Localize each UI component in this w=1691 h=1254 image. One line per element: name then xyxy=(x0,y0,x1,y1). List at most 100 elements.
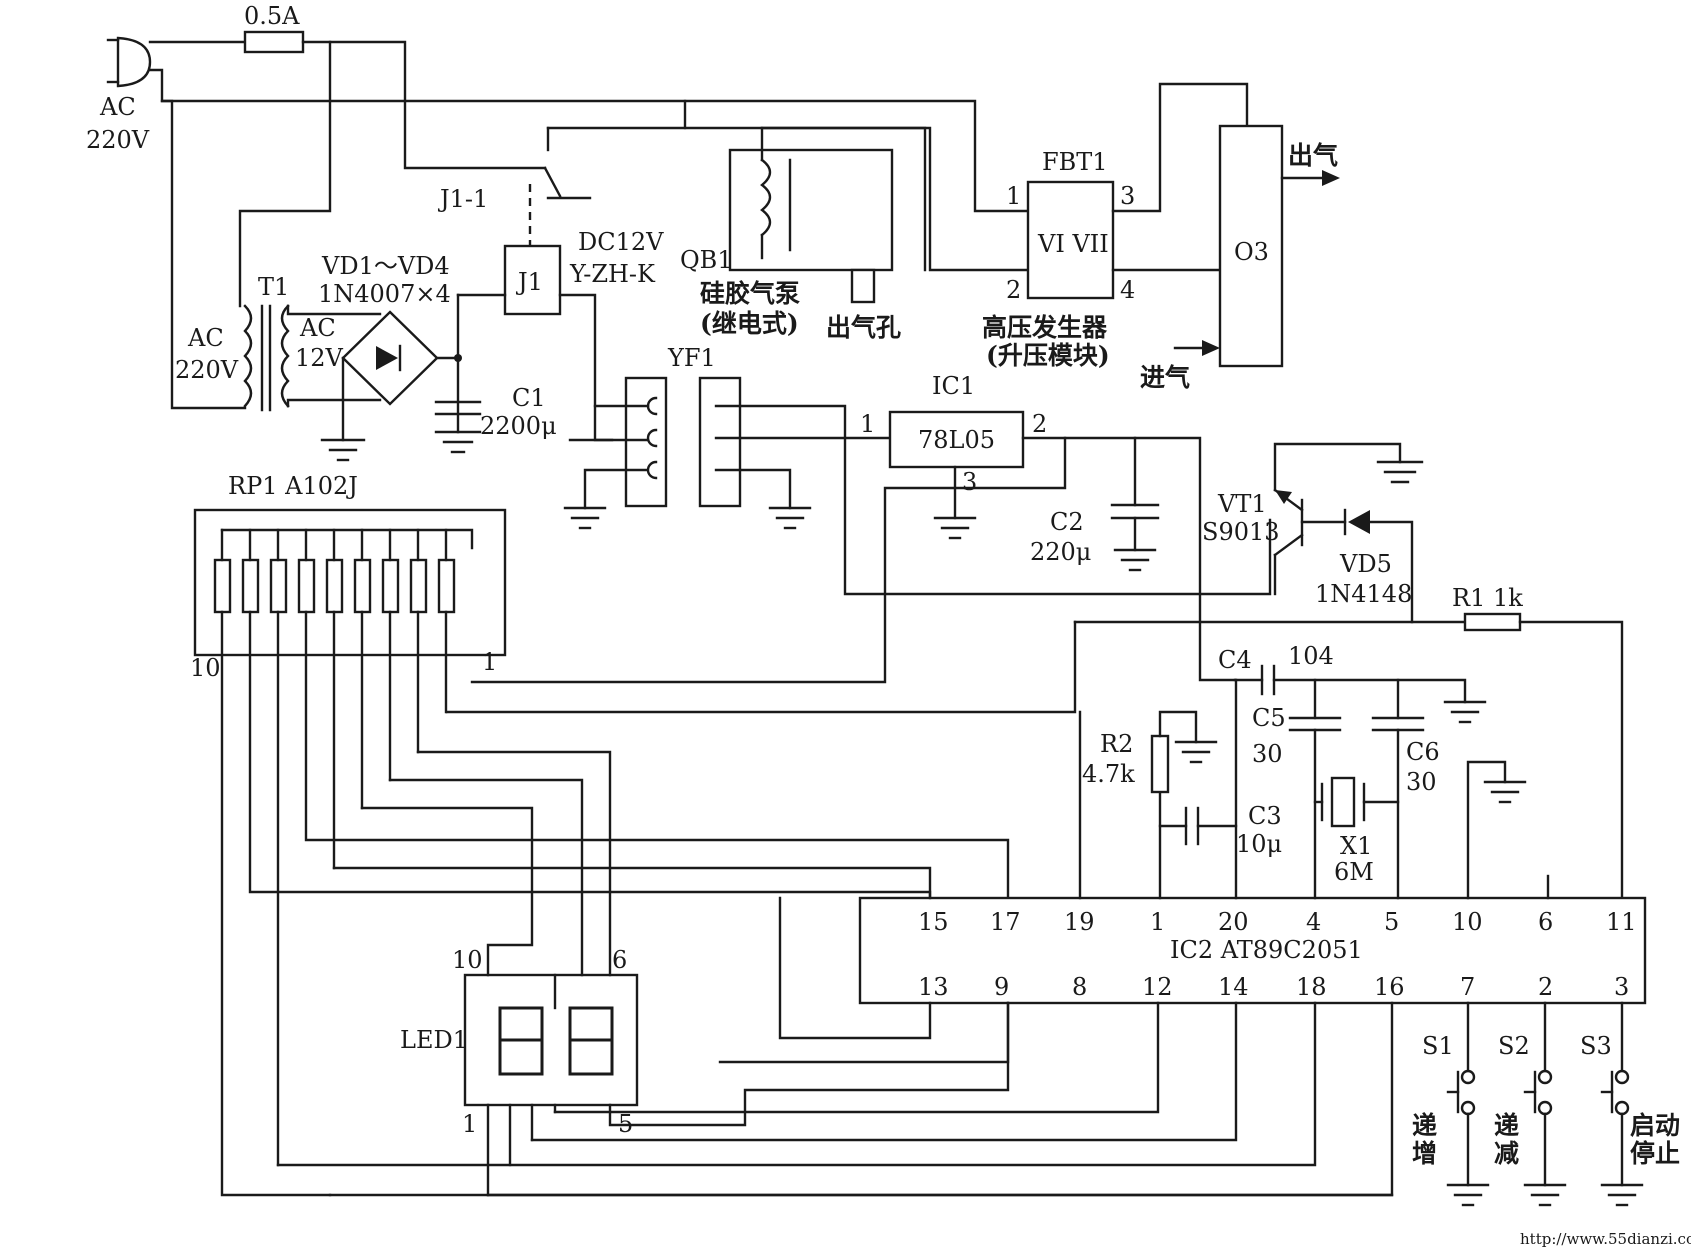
ic2-pin-16: 16 xyxy=(1374,973,1405,1001)
fbt-pin-1: 1 xyxy=(1006,182,1021,210)
bridge-label-1: VD1～VD4 xyxy=(321,252,450,280)
transformer-t1 xyxy=(243,304,382,412)
ic2-pin-14: 14 xyxy=(1218,973,1249,1001)
ic2-pin-6: 6 xyxy=(1538,908,1553,936)
c4-name: C4 xyxy=(1218,646,1252,674)
ic1-part: 78L05 xyxy=(918,426,995,454)
ic2-pin-18: 18 xyxy=(1296,973,1327,1001)
led-pin-5: 5 xyxy=(618,1110,633,1138)
mcu-ic2 xyxy=(858,896,1647,1005)
t1-primary-label-2: 220V xyxy=(175,356,239,384)
regulator-ic1 xyxy=(470,410,1237,684)
connector-yf1 xyxy=(563,376,1272,596)
vt1-name: VT1 xyxy=(1217,490,1267,518)
pump-label-2: (继电式) xyxy=(700,309,799,338)
gas-out-label: 出气 xyxy=(1288,141,1338,170)
c5-name: C5 xyxy=(1252,704,1286,732)
relay-contact-label: J1-1 xyxy=(437,185,488,213)
rp1-label: RP1 A102J xyxy=(228,472,358,500)
c1-name: C1 xyxy=(512,384,546,412)
fuse-label: 0.5A xyxy=(244,2,300,30)
s2-function-2: 减 xyxy=(1494,1139,1519,1168)
fbt-name: FBT1 xyxy=(1042,148,1108,176)
c4-value: 104 xyxy=(1288,642,1334,670)
diode-vd5 xyxy=(1300,508,1414,624)
t1-label: T1 xyxy=(258,273,289,301)
led-pin-6: 6 xyxy=(612,946,627,974)
high-voltage-module-fbt1 xyxy=(1026,82,1249,300)
s3-function-1: 启动 xyxy=(1630,1111,1680,1140)
ic2-pin-2: 2 xyxy=(1538,973,1553,1001)
t1-primary-label-1: AC xyxy=(187,324,224,352)
rp1-pin-1: 1 xyxy=(482,648,497,676)
ozone-chamber-o3 xyxy=(1173,124,1340,368)
fbt-label-1: 高压发生器 xyxy=(982,313,1108,342)
relay-j1 xyxy=(456,244,614,442)
button-s2-icon xyxy=(1523,1001,1567,1207)
vd5-part: 1N4148 xyxy=(1315,580,1412,608)
vt1-part: S9013 xyxy=(1202,518,1280,546)
pump-label-1: 硅胶气泵 xyxy=(700,279,800,308)
ic2-pin-12: 12 xyxy=(1142,973,1173,1001)
bridge-rectifier-icon xyxy=(341,310,460,442)
resistor-network-rp1 xyxy=(193,508,1010,1197)
relay-contact-j1-1 xyxy=(528,126,1030,272)
bridge-label-2: 1N4007×4 xyxy=(318,280,451,308)
led-display-led1 xyxy=(332,750,1010,1197)
x1-name: X1 xyxy=(1340,832,1372,860)
yf1-label: YF1 xyxy=(667,344,716,372)
s1-label: S1 xyxy=(1422,1032,1454,1060)
ic2-pin-9: 9 xyxy=(994,973,1009,1001)
fbt-pin-4: 4 xyxy=(1120,276,1135,304)
relay-label: J1 xyxy=(515,268,543,296)
ic2-top-wiring xyxy=(1078,664,1550,900)
watermark-text: http://www.55dianzi.com xyxy=(1520,1230,1691,1248)
gas-in-label: 进气 xyxy=(1140,363,1190,392)
c2-name: C2 xyxy=(1050,508,1084,536)
mains-section xyxy=(106,30,1030,410)
ic2-pin-15: 15 xyxy=(918,908,949,936)
r2-value: 4.7k xyxy=(1082,760,1135,788)
ic2-pin-3: 3 xyxy=(1614,973,1629,1001)
button-s1-icon xyxy=(1446,1001,1490,1207)
x1-value: 6M xyxy=(1334,858,1374,886)
relay-spec-1: DC12V xyxy=(578,228,664,256)
button-s3-icon xyxy=(1600,1001,1644,1207)
ic1-pin-2: 2 xyxy=(1032,410,1047,438)
r1-label: R1 1k xyxy=(1452,584,1523,612)
ic2-pin-17: 17 xyxy=(990,908,1021,936)
ac-input-label-1: AC xyxy=(99,93,136,121)
s2-function-1: 递 xyxy=(1494,1111,1519,1140)
capacitor-c1 xyxy=(434,293,482,454)
ic2-pin-10: 10 xyxy=(1452,908,1483,936)
fbt-inner: VI VII xyxy=(1037,230,1109,258)
ic1-name: IC1 xyxy=(932,372,975,400)
s1-function-1: 递 xyxy=(1412,1111,1437,1140)
ground-icon xyxy=(320,438,366,462)
ic2-pin-8: 8 xyxy=(1072,973,1087,1001)
ic1-pin-1: 1 xyxy=(860,410,875,438)
ic2-pin-5: 5 xyxy=(1384,908,1399,936)
transistor-vt1 xyxy=(1273,442,1424,596)
ic1-pin-3: 3 xyxy=(962,468,977,496)
pump-name: QB1 xyxy=(680,246,733,274)
seven-segment-digits-icon xyxy=(498,1006,614,1076)
led-pin-1: 1 xyxy=(462,1110,477,1138)
led-pin-10: 10 xyxy=(452,946,483,974)
fbt-label-2: (升压模块) xyxy=(986,341,1110,370)
ic2-pin-4: 4 xyxy=(1306,908,1321,936)
resistor-r1 xyxy=(445,612,1624,900)
c3-value: 10μ xyxy=(1236,830,1282,858)
led1-label: LED1 xyxy=(400,1026,468,1054)
s2-label: S2 xyxy=(1498,1032,1530,1060)
pin-numbers: 1 2 3 4 1 2 3 10 1 15 17 19 1 20 4 5 10 … xyxy=(190,182,1637,1138)
ic2-pin-19: 19 xyxy=(1064,908,1095,936)
ic2-label: IC2 AT89C2051 xyxy=(1170,936,1363,964)
silicone-air-pump-qb1 xyxy=(728,126,927,304)
c5-value: 30 xyxy=(1252,740,1283,768)
ic2-bottom-wiring xyxy=(276,896,1394,1197)
fbt-pin-3: 3 xyxy=(1120,182,1135,210)
ic2-pin-20: 20 xyxy=(1218,908,1249,936)
s3-function-2: 停止 xyxy=(1630,1139,1680,1168)
